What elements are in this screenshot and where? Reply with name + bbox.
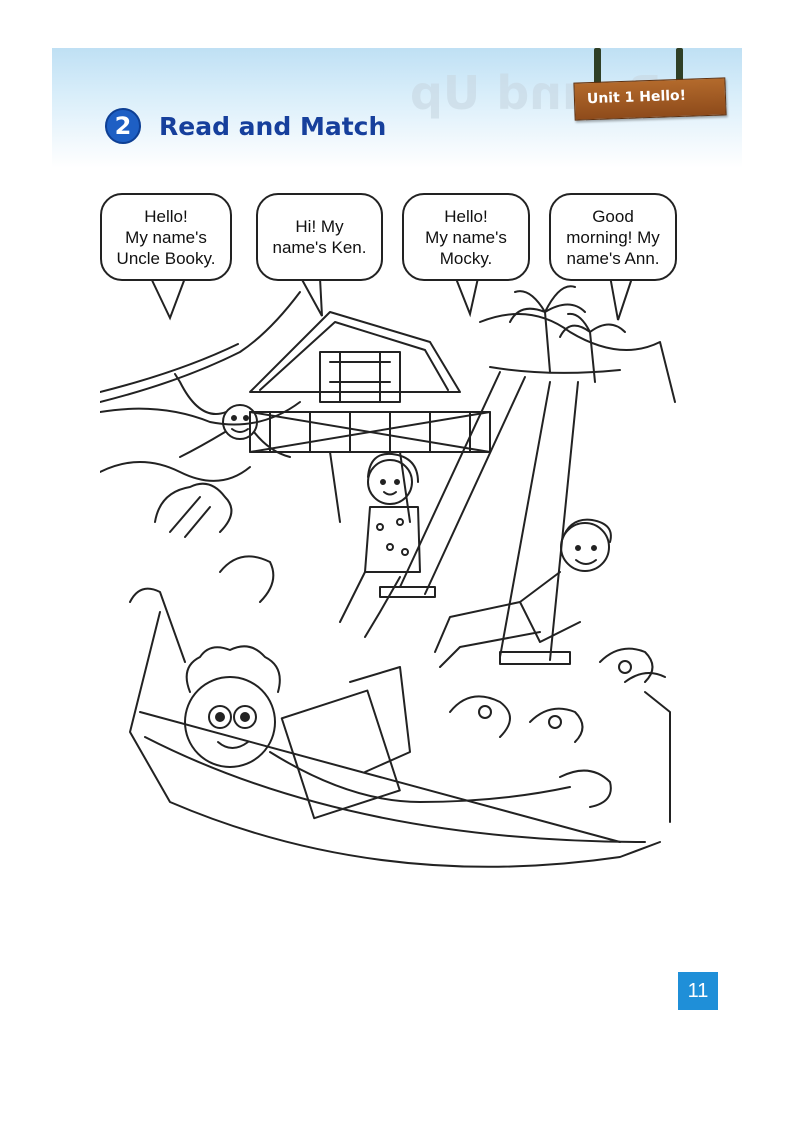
speech-bubble-text: Good morning! My name's Ann. bbox=[566, 206, 660, 268]
exercise-number: 2 bbox=[105, 108, 141, 144]
bushes bbox=[154, 482, 666, 743]
tree-house bbox=[249, 311, 491, 523]
boy-ken bbox=[434, 518, 612, 668]
swing-rope-left-b bbox=[424, 376, 526, 595]
speech-bubble-text: Hello! My name's Uncle Booky. bbox=[116, 206, 216, 268]
scene-illustration bbox=[100, 285, 676, 868]
speech-bubble-text: Hi! My name's Ken. bbox=[272, 217, 367, 257]
mountain-outline bbox=[479, 313, 676, 403]
speech-bubble-text: Hello! My name's Mocky. bbox=[425, 206, 507, 268]
speech-bubble-mocky: Hello! My name's Mocky. bbox=[402, 193, 530, 281]
page-number: 11 bbox=[678, 972, 718, 1010]
speech-bubble-ken: Hi! My name's Ken. bbox=[256, 193, 383, 281]
palm-trees bbox=[509, 285, 626, 383]
lion-uncle-booky bbox=[184, 645, 612, 820]
speech-bubble-ann: Good morning! My name's Ann. bbox=[549, 193, 677, 281]
swing-rope-right-b bbox=[549, 381, 579, 661]
sign-post-left bbox=[594, 48, 601, 84]
exercise-title: Read and Match bbox=[159, 111, 387, 141]
speech-bubble-uncle-booky: Hello! My name's Uncle Booky. bbox=[100, 193, 232, 281]
exercise-heading: 2 Read and Match bbox=[105, 108, 386, 144]
monkey-mocky bbox=[174, 373, 291, 458]
swing-beam bbox=[489, 366, 621, 374]
girl-ann bbox=[339, 452, 436, 638]
sign-post-right bbox=[676, 48, 683, 84]
swing-rope-left-a bbox=[399, 371, 501, 588]
hammock bbox=[129, 587, 671, 868]
tree-branch bbox=[100, 291, 301, 403]
swing-rope-right-a bbox=[499, 381, 551, 658]
